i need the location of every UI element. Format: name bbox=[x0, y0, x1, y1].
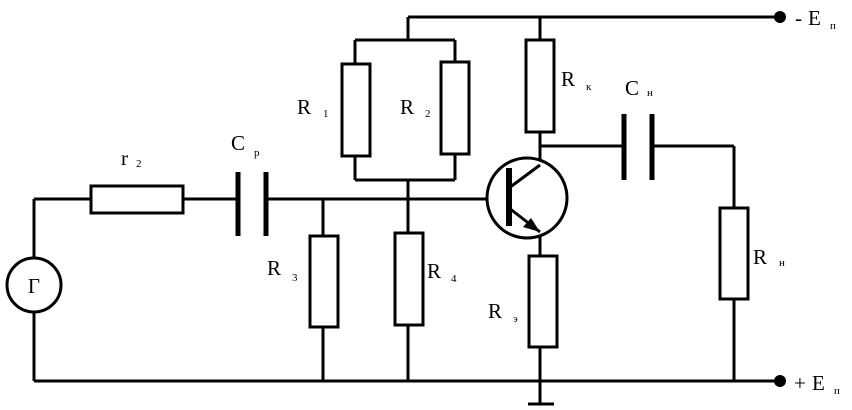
cn-subscript: н bbox=[647, 87, 653, 99]
resistor-rn bbox=[718, 206, 750, 301]
r4-subscript: 4 bbox=[451, 273, 457, 285]
r4-label: R bbox=[427, 259, 441, 283]
resistor-r1 bbox=[340, 62, 372, 158]
re-label: R bbox=[488, 299, 502, 323]
resistor-r2 bbox=[439, 60, 471, 156]
bottom-terminal-dot bbox=[774, 375, 786, 387]
r1-subscript: 1 bbox=[323, 108, 329, 120]
cp-subscript: p bbox=[254, 147, 260, 159]
cn-label: C bbox=[625, 76, 639, 100]
wires bbox=[32, 15, 780, 406]
r1-label: R bbox=[297, 95, 311, 119]
cp-label: C bbox=[231, 131, 245, 155]
bottom-terminal-label: E bbox=[812, 371, 825, 395]
r-source-subscript: 2 bbox=[136, 158, 142, 170]
r3-label: R bbox=[267, 256, 281, 280]
top-terminal-label: E bbox=[808, 6, 821, 30]
capacitor-cp bbox=[235, 172, 269, 236]
top-terminal-subscript: п bbox=[830, 20, 836, 32]
top-terminal-dot bbox=[774, 11, 786, 23]
generator-symbol: Г bbox=[28, 274, 40, 298]
capacitor-cn bbox=[621, 114, 655, 180]
resistor-r3 bbox=[308, 234, 340, 329]
resistor-re bbox=[527, 254, 559, 349]
transistor bbox=[485, 156, 569, 240]
r3-subscript: 3 bbox=[292, 272, 298, 284]
resistor-r4 bbox=[393, 231, 425, 327]
rk-label: R bbox=[561, 67, 575, 91]
r-source-label: r bbox=[121, 146, 128, 170]
r2-subscript: 2 bbox=[425, 108, 431, 120]
bottom-terminal-subscript: п bbox=[834, 385, 840, 397]
resistor-rk bbox=[524, 38, 556, 134]
transistor-collector-lead bbox=[508, 163, 541, 190]
rk-subscript: к bbox=[586, 81, 592, 93]
emitter-arrow-icon bbox=[523, 218, 540, 232]
top-terminal-sign: - bbox=[795, 6, 802, 30]
r2-label: R bbox=[400, 95, 414, 119]
generator: Г bbox=[5, 256, 63, 314]
labels: r 2 C p R 1 R 2 R 3 R 4 R к C н R э R н … bbox=[121, 6, 840, 397]
rn-subscript: н bbox=[779, 257, 785, 269]
rn-label: R bbox=[753, 245, 767, 269]
re-subscript: э bbox=[513, 313, 518, 325]
bottom-terminal-sign: + bbox=[794, 371, 806, 395]
resistor-r-source bbox=[89, 184, 185, 215]
